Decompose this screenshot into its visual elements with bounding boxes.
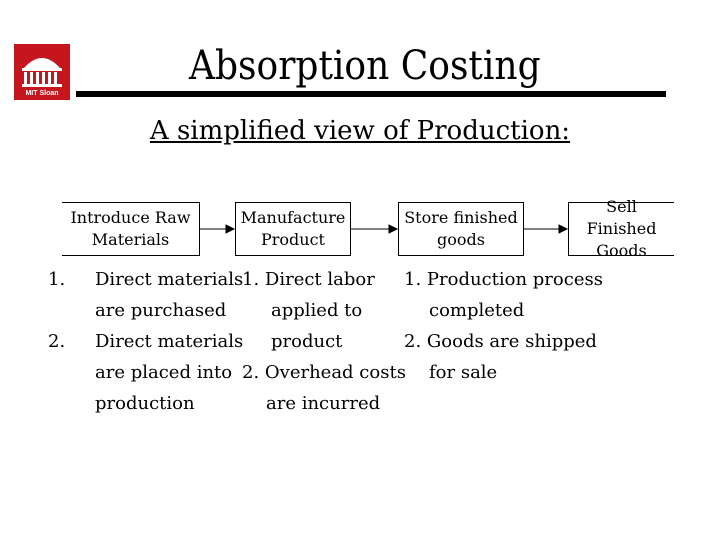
arrow-1-head bbox=[225, 224, 236, 234]
box-label-line2: Goods bbox=[596, 241, 647, 260]
step-text: are incurred bbox=[266, 393, 381, 414]
box-label-line2: goods bbox=[437, 230, 485, 249]
box-label-line1: Introduce Raw bbox=[70, 208, 191, 227]
flow-box-introduce-raw-materials: Introduce Raw Materials bbox=[62, 202, 200, 256]
step-text: Direct materials bbox=[95, 269, 244, 290]
step-text: 1. Production process bbox=[404, 269, 603, 290]
step-text: production bbox=[95, 393, 195, 414]
title-divider bbox=[76, 91, 666, 97]
step-text: are purchased bbox=[95, 300, 227, 321]
steps-column-store: 1. Production process completed 2. Goods… bbox=[404, 264, 603, 388]
flow-box-manufacture-product: Manufacture Product bbox=[235, 202, 351, 256]
slide-subtitle: A simplified view of Production: bbox=[149, 116, 571, 146]
box-label-line1: Manufacture bbox=[240, 208, 346, 227]
step-text: 2. Overhead costs bbox=[242, 362, 406, 383]
step-text: 1. Direct labor bbox=[242, 269, 375, 290]
slide-title: Absorption Costing bbox=[189, 43, 541, 89]
arrow-2-head bbox=[388, 224, 399, 234]
steps-column-raw-materials: 1. Direct materials are purchased 2. Direc… bbox=[48, 264, 243, 419]
step-number: 2. bbox=[48, 331, 66, 352]
dome-icon: MIT Sloan bbox=[20, 58, 64, 97]
box-label-line2: Product bbox=[261, 230, 325, 249]
box-label-line1: Store finished bbox=[404, 208, 518, 227]
step-text: Direct materials bbox=[95, 331, 244, 352]
arrow-3-head bbox=[558, 224, 569, 234]
step-text: 2. Goods are shipped bbox=[404, 331, 597, 352]
step-text: are placed into bbox=[95, 362, 233, 383]
flow-box-store-finished-goods: Store finished goods bbox=[398, 202, 524, 256]
step-number: 1. bbox=[48, 269, 66, 290]
step-text: for sale bbox=[429, 362, 498, 383]
logo-text: MIT Sloan bbox=[25, 90, 58, 97]
box-label-line1: Sell Finished bbox=[586, 197, 657, 238]
step-text: applied to bbox=[271, 300, 363, 321]
steps-column-manufacture: 1. Direct labor applied to product 2. Ov… bbox=[242, 264, 406, 419]
flow-box-sell-finished-goods: Sell Finished Goods bbox=[568, 197, 674, 260]
step-text: product bbox=[271, 331, 343, 352]
box-label-line2: Materials bbox=[91, 230, 170, 249]
step-text: completed bbox=[429, 300, 525, 321]
mit-sloan-logo: MIT Sloan bbox=[14, 44, 70, 100]
